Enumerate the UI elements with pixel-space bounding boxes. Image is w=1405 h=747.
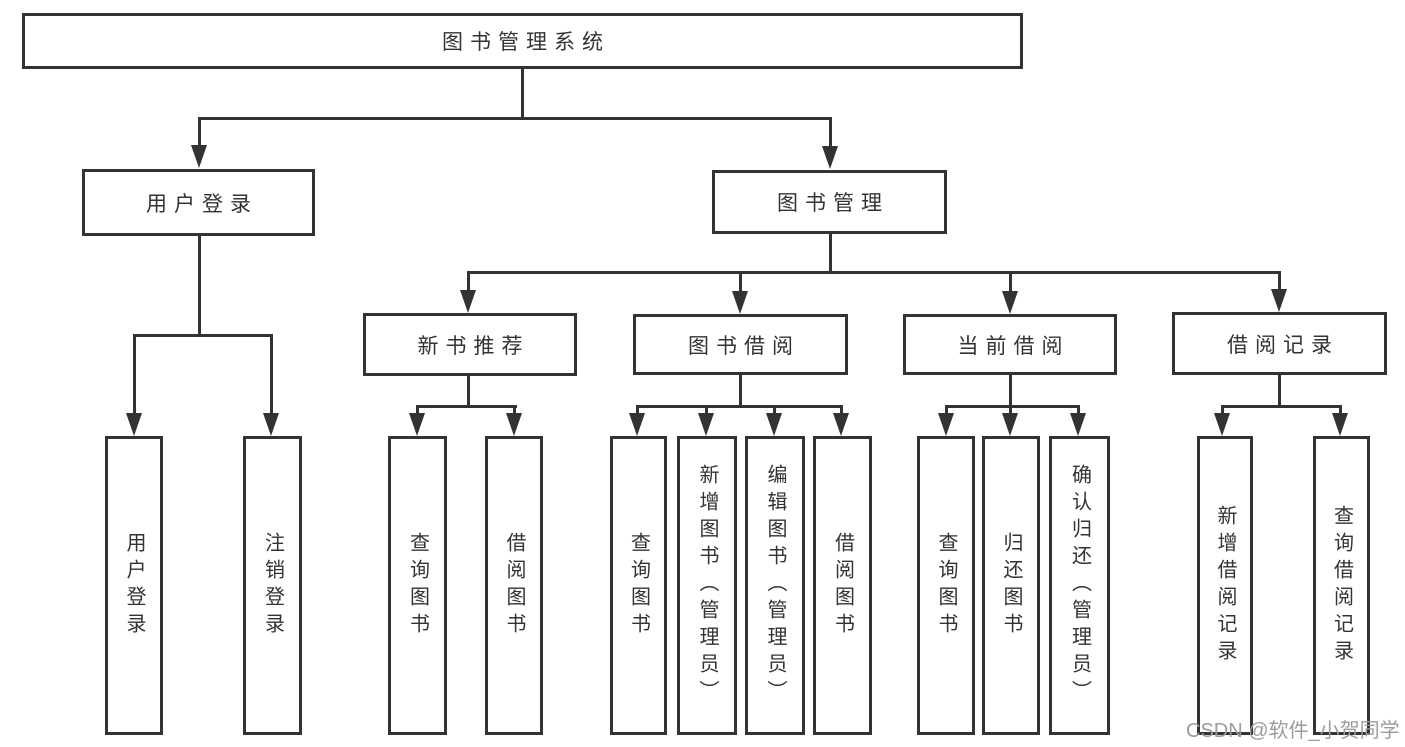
node-library-management-system: 图书管理系统	[22, 13, 1023, 69]
leaf-label: 编辑图书（管理员）	[764, 464, 786, 707]
leaf-add-borrow-record: 新增借阅记录	[1197, 436, 1253, 735]
leaf-query-books-recommend: 查询图书	[388, 436, 447, 735]
edge-drop-leaf-user-login	[133, 334, 136, 416]
edge-drop-user-login	[198, 117, 201, 148]
node-borrowing-records: 借阅记录	[1172, 312, 1387, 375]
arrowhead-current-borrowing	[1002, 291, 1018, 314]
leaf-label: 新增借阅记录	[1214, 504, 1236, 667]
edge-drop-query-books-current	[945, 405, 948, 417]
edge-current-bus	[945, 405, 1080, 408]
edge-user-login-stem	[198, 236, 201, 336]
node-new-book-recommendation: 新书推荐	[363, 313, 577, 376]
arrowhead-edit-books-admin	[766, 413, 782, 436]
node-label: 用户登录	[146, 192, 258, 216]
edge-drop-add-borrow-record	[1221, 405, 1224, 417]
edge-recommend-bus	[416, 405, 517, 408]
node-label: 图书管理系统	[442, 31, 610, 54]
edge-drop-query-books-recommend	[416, 405, 419, 417]
leaf-label: 归还图书	[1000, 531, 1022, 640]
arrowhead-query-borrow-record	[1332, 413, 1348, 436]
node-label: 新书推荐	[417, 334, 530, 358]
edge-drop-leaf-logout	[270, 334, 273, 416]
arrowhead-borrowing-records	[1271, 289, 1287, 312]
node-current-borrowing: 当前借阅	[903, 314, 1117, 375]
edge-records-stem	[1278, 375, 1281, 407]
leaf-query-books-borrowing: 查询图书	[610, 436, 667, 735]
leaf-label: 查询借阅记录	[1330, 504, 1353, 667]
edge-root-bus	[198, 117, 832, 120]
arrowhead-leaf-logout	[263, 413, 279, 436]
leaf-edit-books-admin: 编辑图书（管理员）	[745, 436, 805, 735]
edge-drop-query-borrow-record	[1339, 405, 1342, 417]
arrowhead-book-management	[822, 146, 838, 169]
arrowhead-borrow-books-recommend	[506, 413, 522, 436]
leaf-query-borrow-record: 查询借阅记录	[1313, 436, 1370, 735]
arrowhead-add-borrow-record	[1214, 413, 1230, 436]
edge-drop-confirm-return-admin	[1077, 405, 1080, 417]
edge-drop-borrow-books-recommend	[513, 405, 516, 417]
leaf-borrow-books: 借阅图书	[813, 436, 872, 735]
edge-drop-current-borrowing	[1009, 271, 1012, 293]
leaf-query-books-current: 查询图书	[917, 436, 975, 735]
edge-current-stem	[1009, 375, 1012, 407]
edge-drop-query-books-borrowing	[636, 405, 639, 417]
arrowhead-book-borrowing	[732, 291, 748, 314]
leaf-label: 查询图书	[406, 531, 429, 640]
node-label: 当前借阅	[957, 334, 1070, 358]
node-label: 图书借阅	[688, 334, 800, 358]
csdn-watermark: CSDN @软件_小贺同学	[1186, 720, 1400, 742]
edge-borrowing-bus	[636, 405, 842, 408]
edge-user-login-bus	[133, 334, 273, 337]
leaf-add-books-admin: 新增图书（管理员）	[677, 436, 737, 735]
arrowhead-add-books-admin	[698, 413, 714, 436]
arrowhead-query-books-recommend	[409, 413, 425, 436]
leaf-label: 查询图书	[935, 531, 957, 640]
node-user-login: 用户登录	[82, 169, 315, 236]
leaf-label: 新增图书（管理员）	[696, 464, 718, 707]
edge-drop-book-management	[829, 117, 832, 148]
edge-drop-borrowing-records	[1278, 271, 1281, 293]
node-book-management: 图书管理	[712, 170, 947, 234]
arrowhead-query-books-current	[938, 413, 954, 436]
edge-drop-new-book-recommendation	[467, 271, 470, 293]
leaf-label: 查询图书	[627, 531, 650, 640]
edge-root-stem	[521, 69, 524, 119]
arrowhead-return-books	[1002, 413, 1018, 436]
leaf-label: 注销登录	[261, 531, 284, 640]
edge-drop-edit-books-admin	[773, 405, 776, 417]
leaf-logout: 注销登录	[243, 436, 302, 735]
leaf-confirm-return-admin: 确认归还（管理员）	[1049, 436, 1110, 735]
arrowhead-confirm-return-admin	[1070, 413, 1086, 436]
node-label: 图书管理	[777, 192, 889, 215]
leaf-label: 借阅图书	[831, 531, 854, 640]
arrowhead-new-book-recommendation	[460, 290, 476, 313]
leaf-return-books: 归还图书	[982, 436, 1040, 735]
arrowhead-borrow-books	[833, 413, 849, 436]
edge-drop-add-books-admin	[705, 405, 708, 417]
edge-book-management-stem	[829, 234, 832, 274]
edge-book-management-bus	[467, 271, 1281, 274]
arrowhead-user-login	[191, 145, 207, 168]
arrowhead-leaf-user-login	[126, 413, 142, 436]
node-book-borrowing: 图书借阅	[633, 314, 848, 375]
leaf-borrow-books-recommend: 借阅图书	[485, 436, 543, 735]
leaf-label: 用户登录	[123, 531, 145, 640]
leaf-label: 确认归还（管理员）	[1068, 464, 1091, 707]
edge-drop-return-books	[1009, 405, 1012, 417]
leaf-label: 借阅图书	[503, 531, 525, 640]
arrowhead-query-books-borrowing	[629, 413, 645, 436]
edge-records-bus	[1221, 405, 1342, 408]
edge-recommend-stem	[467, 376, 470, 407]
edge-drop-borrow-books	[840, 405, 843, 417]
node-label: 借阅记录	[1227, 333, 1339, 357]
edge-drop-book-borrowing	[739, 271, 742, 293]
edge-borrowing-stem	[739, 375, 742, 407]
leaf-user-login: 用户登录	[105, 436, 163, 735]
